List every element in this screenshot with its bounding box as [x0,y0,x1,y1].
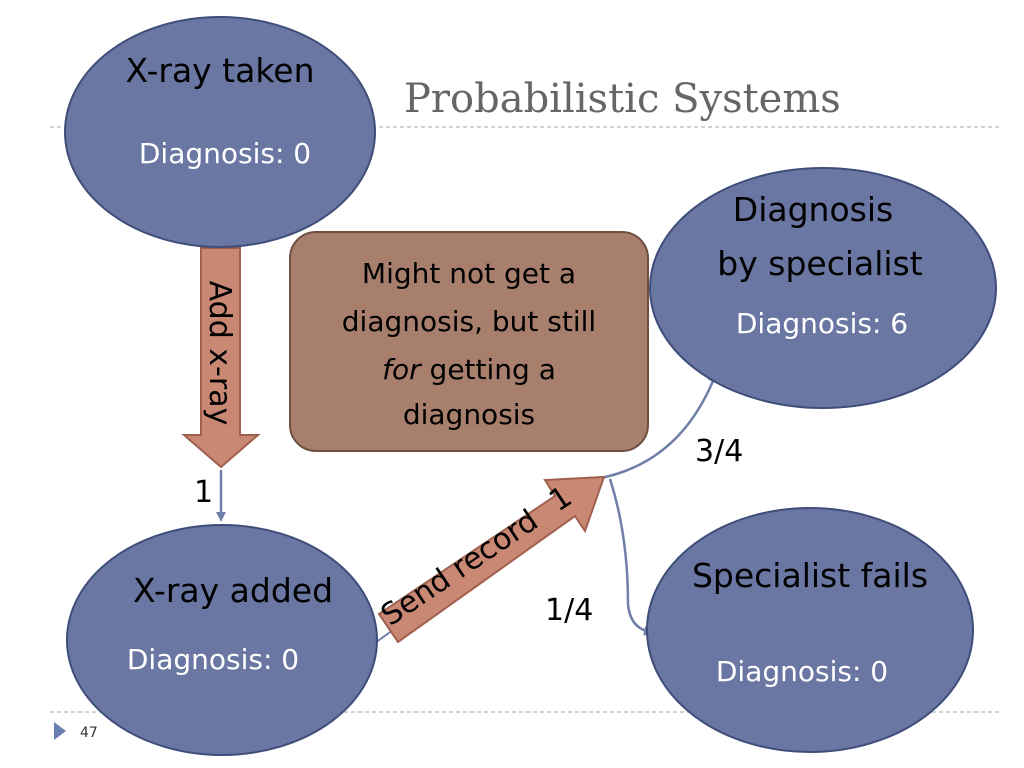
prob-label-failure: 1/4 [545,593,593,628]
action-label-add-xray: Add x-ray [202,281,237,426]
note-box [289,231,649,452]
state-specialist-fails-name: Specialist fails [692,556,928,595]
page-number: 47 [80,725,98,741]
edge-success [595,372,718,481]
note-line-1: Might not get a [362,257,576,290]
edge-failure [608,478,654,636]
state-xray-added-name: X-ray added [133,571,333,610]
note-line-2: diagnosis, but still [342,305,596,338]
state-diagnosis-by-specialist-diagnosis: Diagnosis: 6 [736,307,908,340]
slide-title: Probabilistic Systems [404,76,841,122]
action-arrow-add-xray [181,247,261,469]
action-label-send-record: Send record [375,503,545,633]
prob-label-add-xray: 1 [194,475,213,510]
state-xray-taken-name: X-ray taken [126,51,315,90]
note-line-3: for getting a [382,353,556,386]
note-line-4: diagnosis [403,398,535,431]
note-line-3-emphasis: for [382,353,422,386]
note-line-3-rest: getting a [421,353,556,386]
state-specialist-fails-diagnosis: Diagnosis: 0 [716,655,888,688]
action-arrow-send-record [377,475,606,644]
state-diagnosis-by-specialist-name-line1: Diagnosis [733,190,893,229]
prob-label-success: 3/4 [695,434,743,469]
state-xray-added [66,524,378,756]
state-diagnosis-by-specialist-name-line2: by specialist [717,244,922,283]
state-diagnosis-by-specialist [649,167,997,409]
state-xray-taken [64,16,376,248]
bullet-triangle-icon [54,722,66,740]
state-xray-taken-diagnosis: Diagnosis: 0 [139,137,311,170]
state-xray-added-diagnosis: Diagnosis: 0 [127,643,299,676]
state-specialist-fails [646,507,974,753]
